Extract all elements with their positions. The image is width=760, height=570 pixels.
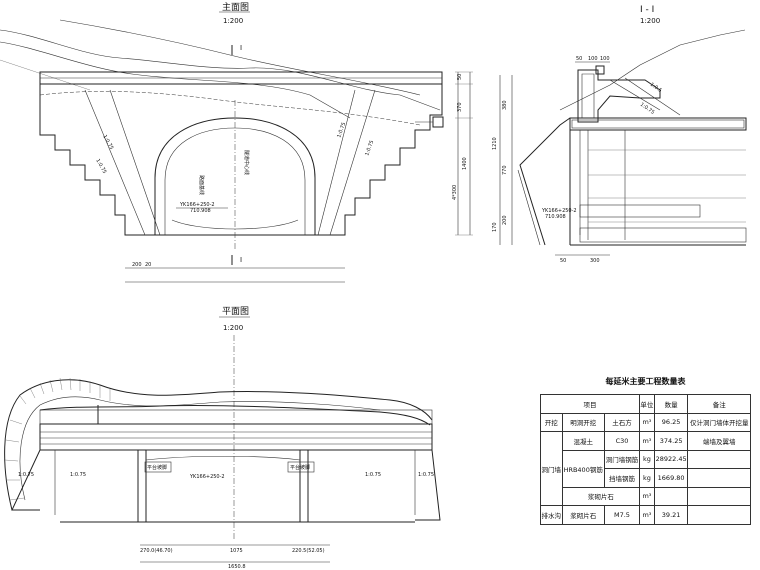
svg-text:170: 170 — [492, 222, 498, 232]
svg-text:200: 200 — [502, 215, 508, 225]
svg-text:1075: 1075 — [230, 548, 243, 554]
svg-text:I: I — [240, 256, 242, 264]
svg-text:1400: 1400 — [462, 157, 468, 170]
svg-text:1:0.75: 1:0.75 — [101, 134, 114, 151]
section-view-title: I - I — [640, 5, 654, 15]
front-view-title: 主面图 — [222, 1, 249, 13]
svg-text:50: 50 — [560, 258, 566, 264]
svg-text:100: 100 — [600, 56, 610, 62]
svg-text:平台坡脚: 平台坡脚 — [147, 464, 167, 471]
svg-text:770: 770 — [502, 165, 508, 175]
section-mark-top: I — [240, 44, 242, 52]
svg-text:380: 380 — [502, 100, 508, 110]
table-row: 浆砌片石 m³ — [541, 486, 751, 506]
table-header-row: 项目 单位 数量 备注 — [539, 394, 751, 414]
svg-text:1:0.75: 1:0.75 — [336, 122, 347, 139]
section-elev: 710.908 — [545, 214, 566, 220]
front-view: 主面图 1:200 I 1:0.75 1:0.75 1:0.75 1:0.75 … — [0, 1, 473, 283]
road-baseline-text: 路面基线 — [198, 175, 205, 195]
svg-text:50: 50 — [576, 56, 582, 62]
tunnel-arch — [154, 117, 316, 235]
table-row: 排水沟 浆砌片石 M7.5 m³ 39.21 — [540, 505, 751, 525]
table-row: 开挖 明洞开挖 土石方 m³ 96.25 仅计洞门墙体开挖量 — [540, 412, 751, 432]
svg-text:270.0(46.70): 270.0(46.70) — [140, 548, 173, 554]
svg-text:50: 50 — [457, 74, 463, 80]
front-station: YK166+250-2 — [179, 202, 215, 208]
tunnel-centerline-text: 隧道中心线 — [243, 150, 250, 175]
svg-text:1:0.75: 1:0.75 — [639, 102, 656, 116]
front-view-scale: 1:200 — [223, 17, 243, 25]
svg-text:1:0.75: 1:0.75 — [70, 472, 86, 478]
plan-station: YK166+250-2 — [189, 474, 225, 480]
svg-text:100: 100 — [588, 56, 598, 62]
section-station: YK166+250-2 — [541, 208, 577, 214]
quantity-table-title: 每延米主要工程数量表 — [605, 377, 686, 386]
svg-text:1:0.75: 1:0.75 — [94, 158, 107, 175]
plan-view: 平面图 1:200 1:0.75 1:0.75 1:0. — [4, 306, 441, 570]
svg-text:300: 300 — [590, 258, 600, 264]
svg-text:平台坡脚: 平台坡脚 — [290, 464, 310, 471]
cliff-hatching — [4, 377, 111, 501]
svg-text:1:0.75: 1:0.75 — [18, 472, 34, 478]
svg-text:1:0.75: 1:0.75 — [418, 472, 434, 478]
section-view-scale: 1:200 — [640, 17, 660, 25]
plan-view-title: 平面图 — [222, 306, 249, 317]
table-row: 洞门墙 混凝土 C30 m³ 374.25 端墙及翼墙 — [540, 431, 751, 506]
plan-view-scale: 1:200 — [223, 324, 243, 332]
svg-text:1650.8: 1650.8 — [228, 564, 246, 570]
section-view: I - I 1:200 50 100 100 1:0.5 1:0.75 Y — [492, 5, 747, 264]
svg-text:20: 20 — [145, 262, 151, 268]
svg-text:4*300: 4*300 — [452, 185, 458, 200]
svg-text:1210: 1210 — [492, 137, 498, 150]
svg-text:1:0.75: 1:0.75 — [365, 472, 381, 478]
svg-text:1:0.75: 1:0.75 — [364, 140, 375, 157]
table-row: HRB400钢筋 洞门墙钢筋 kg 28922.45 — [541, 449, 751, 488]
svg-text:370: 370 — [457, 102, 463, 112]
svg-text:200: 200 — [132, 262, 142, 268]
quantity-table: 项目 单位 数量 备注 开挖 明洞开挖 土石方 m³ 96.25 仅计洞门墙体开… — [539, 394, 751, 525]
front-elev: 710.908 — [190, 208, 211, 214]
svg-text:220.5(52.05): 220.5(52.05) — [292, 548, 325, 554]
